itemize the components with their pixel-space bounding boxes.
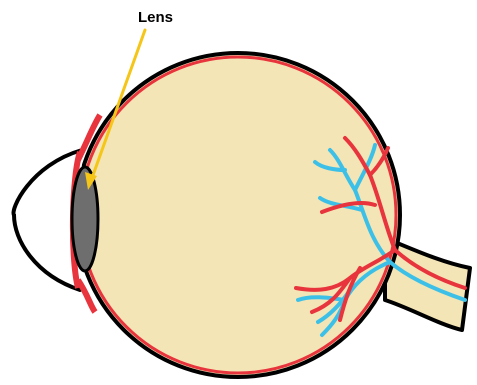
eyeball	[76, 53, 400, 377]
lens-label: Lens	[138, 9, 173, 26]
lens	[72, 167, 98, 271]
